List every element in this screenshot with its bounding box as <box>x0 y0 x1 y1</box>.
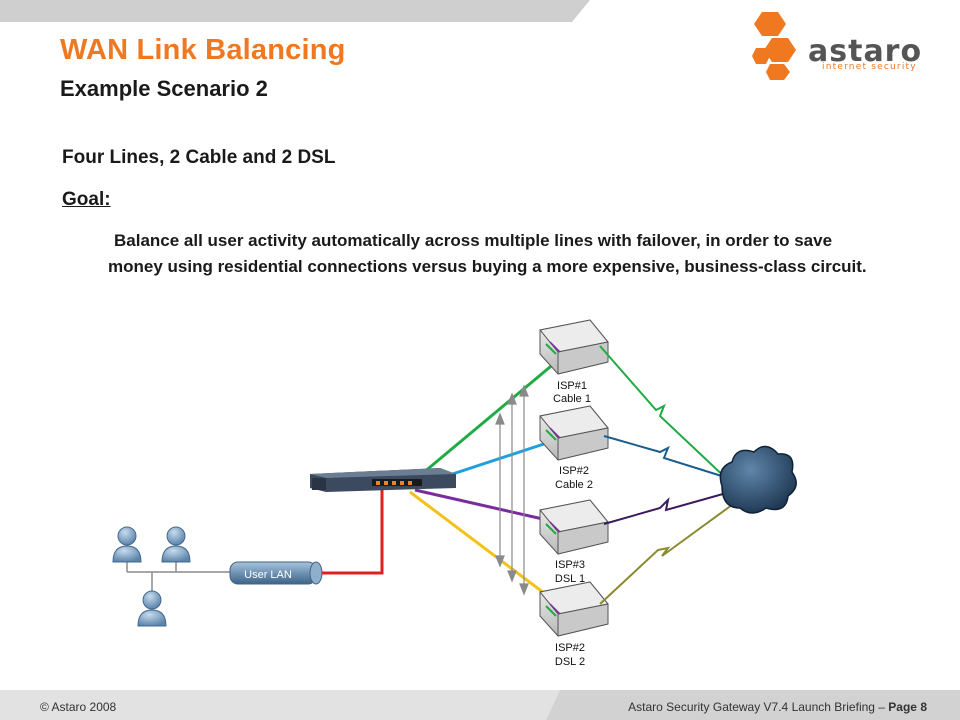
user-icon <box>112 526 142 563</box>
router-icon <box>539 581 609 637</box>
hexagon-logo-icon <box>752 12 796 80</box>
network-diagram: User LAN <box>0 300 960 680</box>
isp1-line2: Cable 1 <box>553 393 591 405</box>
lan-label: User LAN <box>244 569 292 581</box>
bottom-band <box>0 690 960 720</box>
cloud-icon <box>719 445 797 514</box>
lan-link <box>322 490 384 575</box>
link-isp4 <box>409 490 557 604</box>
wan-link-1 <box>599 345 731 483</box>
router-icon <box>539 319 609 375</box>
wan-link-2 <box>603 435 729 479</box>
goal-text: Balance all user activity automatically … <box>108 231 867 276</box>
failover-arrows <box>495 384 529 596</box>
top-band <box>0 0 960 22</box>
gateway-appliance-icon <box>310 468 456 492</box>
link-isp3 <box>414 488 557 524</box>
user-icon <box>137 590 167 627</box>
goal-heading: Goal: <box>62 189 111 210</box>
slide-title: WAN Link Balancing <box>60 34 346 66</box>
footer-briefing-text: Astaro Security Gateway V7.4 Launch Brie… <box>628 700 889 714</box>
isp3-line2: DSL 1 <box>555 573 585 585</box>
logo-wordmark: astaro <box>808 34 923 69</box>
lines-heading: Four Lines, 2 Cable and 2 DSL <box>62 147 336 168</box>
router-icon <box>539 405 609 461</box>
user-icon <box>161 526 191 563</box>
isp3-line1: ISP#3 <box>555 559 585 571</box>
lan-wiring <box>126 560 230 596</box>
isp2-line1: ISP#2 <box>559 465 589 477</box>
router-icon <box>539 499 609 555</box>
isp-labels: ISP#1 Cable 1 ISP#2 Cable 2 ISP#3 DSL 1 … <box>553 380 593 668</box>
logo-tagline: internet security <box>822 62 917 72</box>
isp1-line1: ISP#1 <box>557 380 587 392</box>
footer-page-number: Page 8 <box>888 700 927 714</box>
slide-subtitle: Example Scenario 2 <box>60 76 268 101</box>
wan-link-3 <box>603 491 731 525</box>
isp2-line2: Cable 2 <box>555 479 593 491</box>
astaro-logo <box>748 10 948 82</box>
footer-copyright: © Astaro 2008 <box>40 700 117 714</box>
isp4-line1: ISP#2 <box>555 642 585 654</box>
user-lan-pipe: User LAN <box>229 561 323 585</box>
link-isp1 <box>404 360 557 490</box>
wan-link-4 <box>599 501 737 605</box>
isp4-line2: DSL 2 <box>555 656 585 668</box>
footer-briefing: Astaro Security Gateway V7.4 Launch Brie… <box>628 700 927 714</box>
wan-links <box>599 345 737 605</box>
